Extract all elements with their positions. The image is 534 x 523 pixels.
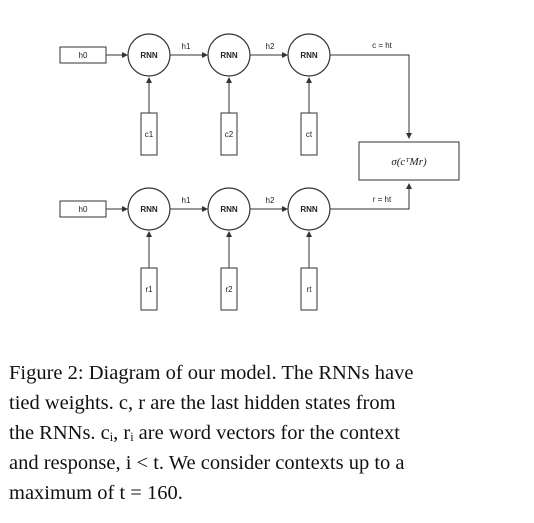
caption-line: tied weights. c, r are the last hidden s… <box>9 392 396 414</box>
caption-line: and response, i < t. We consider context… <box>9 452 405 474</box>
model-diagram: h0 RNN h1 RNN h2 RNN c = ht c1 c2 ct σ(c… <box>59 33 460 311</box>
top-rnn-2-label: RNN <box>220 51 238 60</box>
bottom-output-label: r = ht <box>373 195 392 204</box>
bottom-input-r1-label: r1 <box>145 285 153 294</box>
bottom-h0-label: h0 <box>79 205 88 214</box>
bottom-rnn-1-label: RNN <box>140 205 158 214</box>
top-input-c2-label: c2 <box>225 130 234 139</box>
caption-line: Figure 2: Diagram of our model. The RNNs… <box>9 362 414 384</box>
top-input-c1-label: c1 <box>145 130 154 139</box>
bottom-input-r2-label: r2 <box>225 285 233 294</box>
top-h2-label: h2 <box>266 42 275 51</box>
top-h1-label: h1 <box>182 42 191 51</box>
similarity-box <box>358 141 460 181</box>
similarity-formula: σ(cᵀMr) <box>391 156 427 168</box>
top-rnn-3-label: RNN <box>300 51 318 60</box>
bottom-input-rt-label: rt <box>307 285 313 294</box>
top-input-ct-label: ct <box>306 130 313 139</box>
bottom-h1-label: h1 <box>182 196 191 205</box>
caption-line: the RNNs. cᵢ, rᵢ are word vectors for th… <box>9 422 400 444</box>
bottom-rnn-2-label: RNN <box>220 205 238 214</box>
figure-caption: Figure 2: Diagram of our model. The RNNs… <box>9 358 517 508</box>
top-rnn-1-label: RNN <box>140 51 158 60</box>
top-h0-label: h0 <box>79 51 88 60</box>
top-output-label: c = ht <box>372 41 393 50</box>
caption-line: maximum of t = 160. <box>9 482 183 504</box>
bottom-h2-label: h2 <box>266 196 275 205</box>
bottom-rnn-3-label: RNN <box>300 205 318 214</box>
